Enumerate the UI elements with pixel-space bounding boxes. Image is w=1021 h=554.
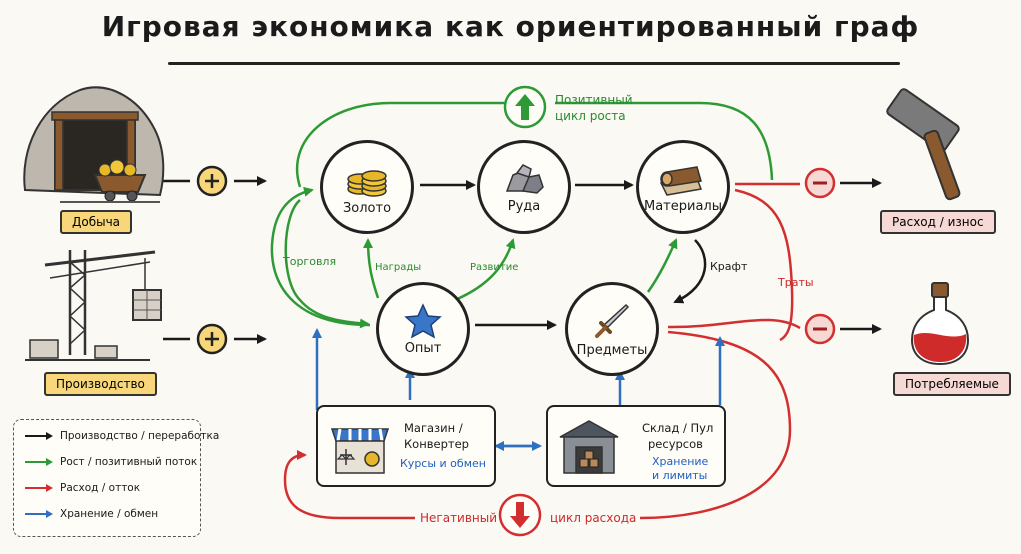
logs-icon [659, 165, 703, 196]
sink-consumables-tag: Потребляемые [893, 372, 1011, 396]
negative-cycle-edge-left [283, 450, 415, 520]
plus-badge-mine [196, 165, 228, 197]
positive-cycle-label-1: Позитивный [555, 93, 633, 107]
spending-loop-edge [734, 188, 794, 342]
node-gold-label: Золото [342, 200, 392, 216]
minus-badge-consumable [804, 313, 836, 345]
arrow-down-icon [498, 493, 542, 537]
negative-cycle-label-right: цикл расхода [550, 511, 637, 525]
legend-arrow-black-icon [25, 432, 53, 440]
sink-wear-tag: Расход / износ [880, 210, 996, 234]
craft-label: Крафт [710, 260, 748, 273]
legend-label: Хранение / обмен [60, 508, 159, 520]
storage-title-line-2: ресурсов [648, 437, 703, 451]
title-underline [168, 62, 900, 65]
shop-converter-box: Магазин / Конвертер Курсы и обмен [316, 405, 496, 487]
node-gold: Золото [320, 140, 414, 234]
shop-icon [330, 428, 390, 474]
positive-cycle-label-2: цикл роста [555, 109, 626, 123]
legend-arrow-red-icon [25, 484, 53, 492]
warehouse-icon [559, 420, 619, 474]
rewards-label: Награды [375, 262, 422, 273]
diagram-title: Игровая экономика как ориентированный гр… [101, 10, 920, 43]
craft-edge [673, 239, 707, 304]
storage-title-line-1: Склад / Пул [642, 421, 714, 435]
storage-subtitle-line-1: Хранение [652, 455, 709, 468]
ore-icon [505, 163, 544, 194]
negative-cycle-edge [639, 330, 792, 520]
trade-return-edge [284, 199, 370, 329]
gold-coins-icon [347, 169, 387, 197]
legend-item-storage: Хранение / обмен [24, 508, 158, 520]
legend-arrow-blue-icon [25, 510, 53, 518]
items-spending-edge [667, 318, 801, 330]
legend-item-production: Производство / переработка [24, 430, 219, 442]
node-ore-label: Руда [507, 198, 541, 214]
minus-badge-wear [804, 167, 836, 199]
node-experience: Опыт [376, 282, 470, 376]
sword-icon [595, 303, 630, 338]
trade-edge [270, 186, 371, 327]
legend-arrow-green-icon [25, 458, 53, 466]
crane-icon [25, 250, 162, 361]
negative-cycle-label-left: Негативный [420, 511, 498, 525]
trade-label: Торговля [283, 255, 337, 268]
legend-label: Рост / позитивный поток [60, 456, 198, 468]
legend-item-growth: Рост / позитивный поток [24, 456, 197, 468]
rewards-edge [363, 238, 380, 299]
node-ore: Руда [477, 140, 571, 234]
hammer-icon [886, 88, 961, 201]
shop-subtitle: Курсы и обмен [400, 457, 486, 470]
items-to-materials-edge [646, 238, 678, 293]
development-label: Развитие [470, 262, 519, 273]
source-mining-tag: Добыча [60, 210, 133, 234]
plus-badge-production [196, 323, 228, 355]
node-items: Предметы [565, 282, 659, 376]
legend-label: Расход / отток [60, 482, 141, 494]
node-materials: Материалы [636, 140, 730, 234]
node-items-label: Предметы [576, 342, 648, 358]
storage-pool-box: Склад / Пул ресурсов Хранение и лимиты [546, 405, 726, 487]
potion-icon [910, 282, 970, 366]
source-production-tag: Производство [44, 372, 157, 396]
mine-icon [23, 86, 165, 203]
arrow-up-icon [503, 85, 547, 129]
legend-item-spending: Расход / отток [24, 482, 140, 494]
star-icon [404, 302, 442, 338]
storage-subtitle-line-2: и лимиты [652, 469, 708, 482]
positive-cycle-edge-right [555, 101, 774, 181]
legend-label: Производство / переработка [60, 430, 220, 442]
development-edge [454, 238, 516, 302]
positive-cycle-edge [295, 101, 505, 188]
spending-label: Траты [778, 276, 814, 289]
node-experience-label: Опыт [404, 340, 442, 356]
shop-title-line-2: Конвертер [404, 437, 469, 451]
node-materials-label: Материалы [644, 198, 722, 214]
shop-title-line-1: Магазин / [404, 421, 463, 435]
legend: Производство / переработка Рост / позити… [13, 419, 219, 537]
